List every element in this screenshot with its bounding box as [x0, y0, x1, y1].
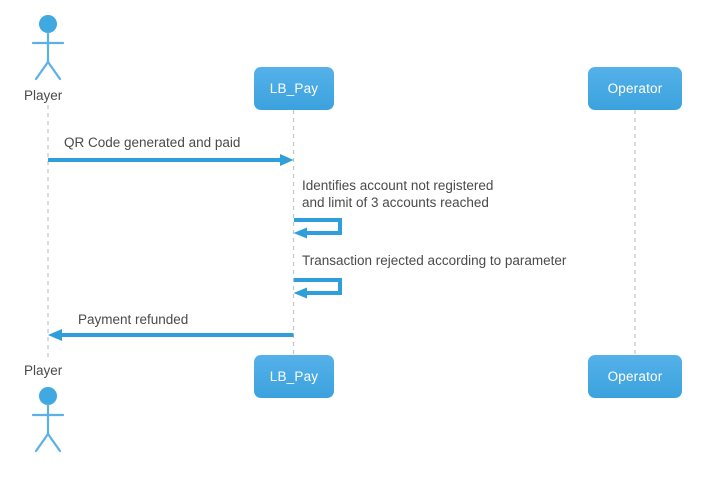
player-actor-icon-top [31, 15, 65, 81]
actor-leg-left [34, 432, 50, 453]
self-loop [294, 278, 342, 295]
message-arrow-1 [48, 154, 294, 166]
message-2-label: Identifies account not registered and li… [302, 177, 493, 211]
actor-head-icon [39, 387, 57, 405]
actor-leg-right [46, 432, 62, 453]
message-2-line-1: Identifies account not registered [302, 178, 494, 193]
message-4-label: Payment refunded [78, 312, 189, 327]
arrow-head-left-icon [293, 287, 307, 299]
message-3-label: Transaction rejected according to parame… [302, 253, 567, 268]
participant-box-lb-pay-top: LB_Pay [254, 67, 334, 110]
player-actor-icon-bottom [31, 387, 65, 453]
participant-box-operator-bottom: Operator [588, 355, 682, 398]
self-message-arrow-2 [293, 218, 342, 239]
participant-box-operator-top: Operator [588, 67, 682, 110]
message-2-line-2: and limit of 3 accounts reached [302, 195, 489, 210]
actor-leg-left [34, 60, 50, 81]
actor-head-icon [39, 15, 57, 33]
participant-box-lb-pay-bottom: LB_Pay [254, 355, 334, 398]
arrow-head-left-icon [293, 227, 307, 239]
self-loop [294, 218, 342, 235]
arrow-head-left-icon [48, 329, 62, 341]
actor-leg-right [46, 60, 62, 81]
arrow-head-right-icon [280, 154, 294, 166]
participant-player-label-top: Player [24, 88, 63, 103]
participant-player-label-bottom: Player [24, 363, 63, 378]
self-message-arrow-3 [293, 278, 342, 299]
message-1-label: QR Code generated and paid [64, 135, 241, 150]
message-arrow-4 [48, 329, 294, 341]
